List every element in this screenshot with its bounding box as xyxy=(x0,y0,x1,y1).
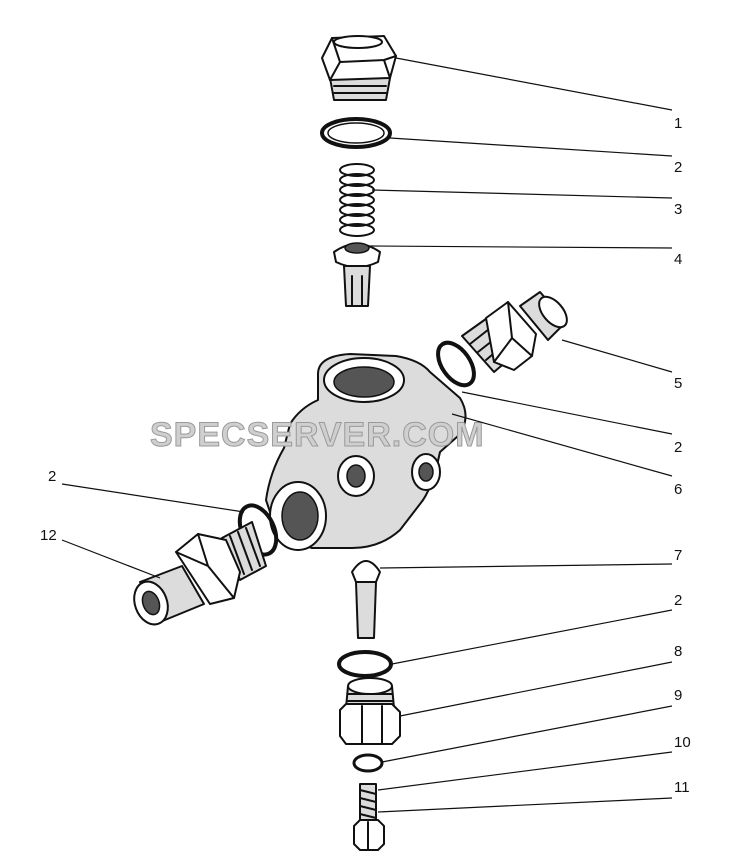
callout-9: 9 xyxy=(674,687,682,704)
callout-1: 1 xyxy=(674,115,682,132)
callout-7: 7 xyxy=(674,547,682,564)
callout-12: 12 xyxy=(40,527,57,544)
leader-lines xyxy=(61,57,673,813)
callout-2-right: 2 xyxy=(674,439,682,456)
part-3-spring xyxy=(339,163,375,237)
part-9-washer xyxy=(352,753,384,773)
part-4-valve xyxy=(333,242,381,307)
callout-2-left: 2 xyxy=(48,468,56,485)
watermark-text: SPECSERVER.COM xyxy=(150,416,485,454)
part-12-fitting xyxy=(133,521,267,626)
part-1-plug xyxy=(321,35,397,101)
callout-labels: 1 2 3 4 5 2 6 2 12 7 2 8 9 10 11 xyxy=(40,115,691,796)
part-5-fitting xyxy=(461,291,568,373)
callout-2-bottom: 2 xyxy=(674,592,682,609)
part-2-oring-right xyxy=(436,340,476,388)
callout-8: 8 xyxy=(674,643,682,660)
callout-4: 4 xyxy=(674,251,682,268)
callout-5: 5 xyxy=(674,375,682,392)
callout-11: 11 xyxy=(674,779,690,796)
part-8-plug xyxy=(339,677,401,745)
callout-6: 6 xyxy=(674,481,682,498)
part-10-11-screw xyxy=(353,783,385,851)
part-6-body xyxy=(265,353,467,551)
callout-3: 3 xyxy=(674,201,682,218)
part-2-oring-bottom xyxy=(337,650,393,678)
callout-2-top: 2 xyxy=(674,159,682,176)
callout-10: 10 xyxy=(674,734,691,751)
part-2-oring-top xyxy=(320,117,392,149)
part-7-pin xyxy=(351,560,381,639)
